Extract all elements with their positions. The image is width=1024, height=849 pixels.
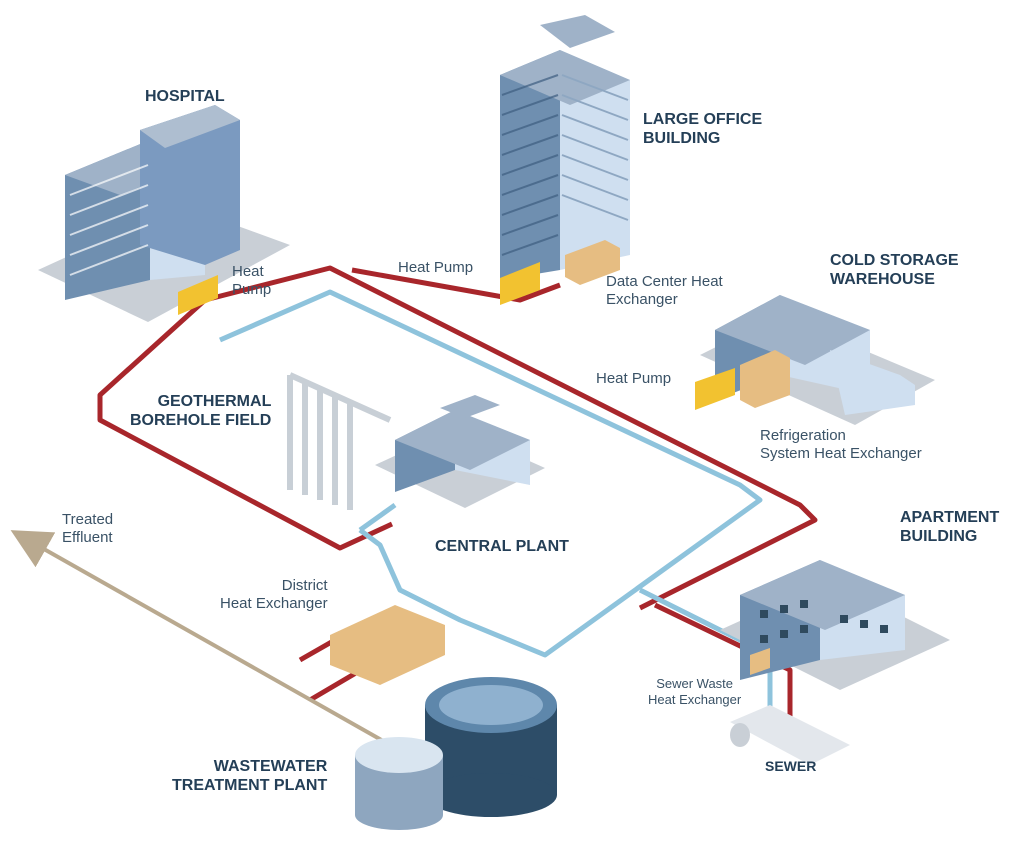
central-plant-building xyxy=(375,395,545,508)
label-central-plant: CENTRAL PLANT xyxy=(435,538,569,555)
label-cold-line1: COLD STORAGE xyxy=(830,252,959,269)
label-wwtp-line1: WASTEWATER xyxy=(213,758,328,775)
label-sewer-hx-line1: Sewer Waste xyxy=(656,676,734,691)
label-apt-line1: APARTMENT xyxy=(900,509,1000,526)
label-hp-hospital-line1: Heat xyxy=(232,263,264,280)
hospital-building xyxy=(38,105,290,322)
heat-pump-office xyxy=(500,262,540,305)
label-treated-effluent: Treated Effluent xyxy=(62,511,113,547)
label-sewer: SEWER xyxy=(765,758,817,774)
cold-storage-building xyxy=(700,295,935,425)
label-data-center-line2: Exchanger xyxy=(606,291,678,308)
wastewater-tank-large xyxy=(425,677,557,817)
label-hp-cold: Heat Pump xyxy=(596,370,672,387)
label-hp-office: Heat Pump xyxy=(398,259,474,276)
label-district-line2: Heat Exchanger xyxy=(220,595,328,612)
label-cold-line2: WAREHOUSE xyxy=(830,271,935,289)
sewer-waste-heat-exchanger xyxy=(750,648,770,675)
label-apt-line2: BUILDING xyxy=(900,528,978,546)
treated-effluent-pipe xyxy=(10,530,386,744)
heat-pump-hospital xyxy=(178,275,218,315)
office-building xyxy=(500,15,630,280)
label-refrig-line1: Refrigeration xyxy=(760,427,846,444)
geothermal-borehole-field xyxy=(287,372,392,510)
hot-pipe-loop xyxy=(97,265,818,720)
label-wwtp-line2: TREATMENT PLANT xyxy=(172,777,328,795)
label-data-center-line1: Data Center Heat xyxy=(606,273,723,290)
label-refrigeration-hx: Refrigeration System Heat Exchanger xyxy=(760,427,922,463)
label-office-line1: LARGE OFFICE xyxy=(643,111,763,128)
label-district-hx: District Heat Exchanger xyxy=(220,577,328,613)
label-office-line2: BUILDING xyxy=(643,130,721,148)
cold-pipe-loop xyxy=(219,289,773,715)
label-hp-hospital: Heat Pump xyxy=(232,263,271,299)
label-district-line1: District xyxy=(281,577,328,594)
label-geo-line1: GEOTHERMAL xyxy=(157,393,272,410)
label-apartment: APARTMENT BUILDING xyxy=(900,508,999,546)
label-wastewater: WASTEWATER TREATMENT PLANT xyxy=(172,757,327,795)
heat-pump-cold-storage xyxy=(695,368,735,410)
label-cold-storage: COLD STORAGE WAREHOUSE xyxy=(830,251,959,289)
label-data-center-hx: Data Center Heat Exchanger xyxy=(606,273,723,309)
wastewater-tank-small xyxy=(355,737,443,830)
label-effluent-line2: Effluent xyxy=(62,529,113,546)
label-effluent-line1: Treated xyxy=(62,511,114,528)
label-sewer-hx: Sewer Waste Heat Exchanger xyxy=(648,676,741,707)
data-center-heat-exchanger xyxy=(565,240,620,285)
label-refrig-line2: System Heat Exchanger xyxy=(760,445,922,462)
apartment-building xyxy=(720,560,950,690)
refrigeration-heat-exchanger xyxy=(740,350,790,408)
label-sewer-hx-line2: Heat Exchanger xyxy=(648,691,742,707)
label-office: LARGE OFFICE BUILDING xyxy=(643,110,762,148)
label-hp-hospital-line2: Pump xyxy=(232,281,272,298)
label-geo-line2: BOREHOLE FIELD xyxy=(130,412,272,430)
label-geothermal: GEOTHERMAL BOREHOLE FIELD xyxy=(130,392,271,430)
label-hospital: HOSPITAL xyxy=(145,88,225,105)
sewer-pipe xyxy=(730,705,850,765)
district-heat-exchanger xyxy=(330,605,445,685)
